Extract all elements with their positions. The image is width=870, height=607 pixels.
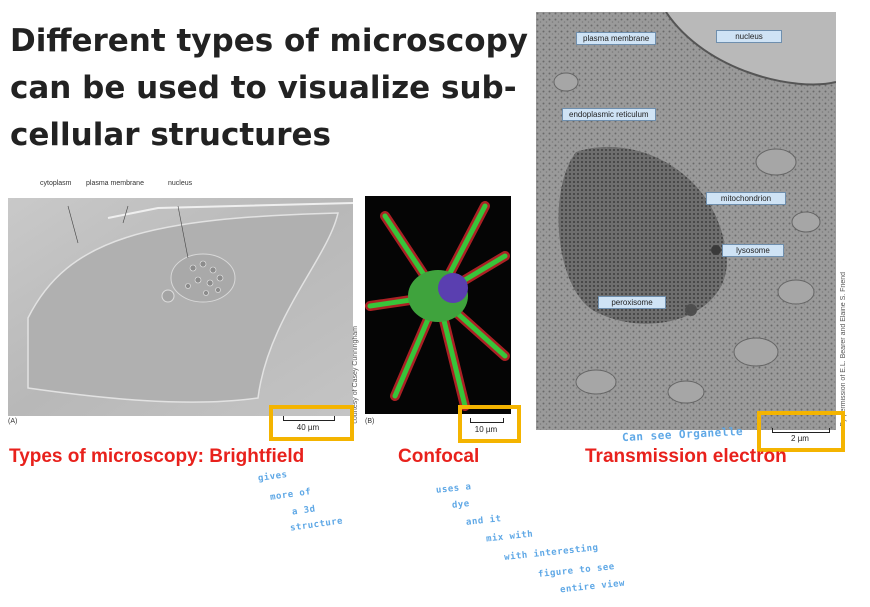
confocal-scale-highlight xyxy=(458,405,521,443)
brightfield-image xyxy=(8,198,353,416)
label-nucleus: nucleus xyxy=(168,180,193,187)
handwriting-brightfield-2: more of xyxy=(269,487,312,503)
handwriting-confocal-6: figure to see xyxy=(537,562,616,580)
tem-scale-highlight xyxy=(757,411,845,452)
brightfield-panel: cytoplasm plasma membrane nucleus (A) co… xyxy=(8,176,360,428)
tem-label-mitochondrion: mitochondrion xyxy=(706,192,786,205)
handwriting-confocal-5: with interesting xyxy=(503,543,599,563)
tem-credit: By permission of E.L. Bearer and Elaine … xyxy=(840,272,847,427)
tem-panel: plasma membrane nucleus endoplasmic reti… xyxy=(536,12,856,432)
tem-label-er: endoplasmic reticulum xyxy=(562,108,656,121)
caption-tem: Transmission electron xyxy=(585,446,787,467)
handwriting-confocal-2: dye xyxy=(451,499,471,511)
tem-label-peroxisome: peroxisome xyxy=(598,296,666,309)
confocal-scale-bar xyxy=(470,418,504,423)
tem-image xyxy=(536,12,836,430)
tem-label-lysosome: lysosome xyxy=(722,244,784,257)
tem-label-plasma-membrane: plasma membrane xyxy=(576,32,657,45)
handwriting-confocal-4: mix with xyxy=(485,529,534,545)
handwriting-brightfield-4: structure xyxy=(289,516,344,534)
panel-letter-b: (B) xyxy=(365,418,375,425)
handwriting-brightfield-1: gives xyxy=(257,469,289,485)
confocal-panel: (B) xyxy=(365,196,511,428)
brightfield-scale-label: 40 µm xyxy=(296,423,320,432)
handwriting-confocal-7: entire view xyxy=(559,578,626,596)
caption-brightfield: Types of microscopy: Brightfield xyxy=(9,446,305,467)
tem-scale-label: 2 µm xyxy=(791,434,809,443)
handwriting-confocal-3: and it xyxy=(465,514,502,528)
label-plasma-membrane: plasma membrane xyxy=(86,180,144,187)
tem-label-nucleus: nucleus xyxy=(716,30,782,43)
page-title: Different types of microscopy can be use… xyxy=(10,23,528,153)
handwriting-confocal-1: uses a xyxy=(435,482,472,496)
tem-scale-bar xyxy=(772,428,830,433)
handwriting-brightfield-3: a 3d xyxy=(291,504,317,518)
confocal-scale-label: 10 µm xyxy=(474,425,498,434)
brightfield-scale-bar xyxy=(283,416,335,421)
brightfield-scale-highlight xyxy=(269,405,354,441)
caption-confocal: Confocal xyxy=(398,446,480,467)
label-cytoplasm: cytoplasm xyxy=(40,180,72,187)
confocal-image xyxy=(365,196,511,414)
panel-letter-a: (A) xyxy=(8,418,18,425)
